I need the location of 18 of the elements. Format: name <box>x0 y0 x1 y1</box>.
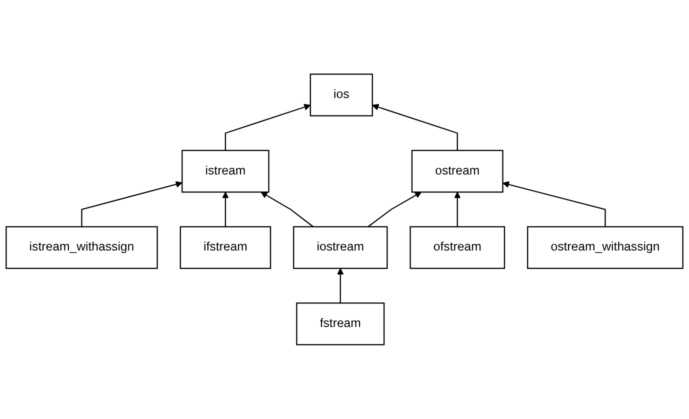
node-box: ifstream <box>180 226 272 270</box>
node-box: iostream <box>293 226 388 270</box>
arrow <box>81 181 182 227</box>
node-box: istream <box>182 150 270 193</box>
arrow <box>368 192 422 228</box>
arrow <box>372 104 458 151</box>
node-box: ostream_withassign <box>527 226 684 270</box>
node-box: ios <box>310 74 373 116</box>
arrow <box>337 268 344 304</box>
node-box: fstream <box>296 302 385 346</box>
arrow <box>502 181 606 227</box>
arrow <box>454 192 461 227</box>
node-box: istream_withassign <box>6 226 158 270</box>
node-box: ofstream <box>410 226 506 270</box>
arrow <box>222 192 229 227</box>
arrow <box>224 104 311 151</box>
arrow <box>260 192 314 228</box>
node-box: ostream <box>411 150 504 193</box>
